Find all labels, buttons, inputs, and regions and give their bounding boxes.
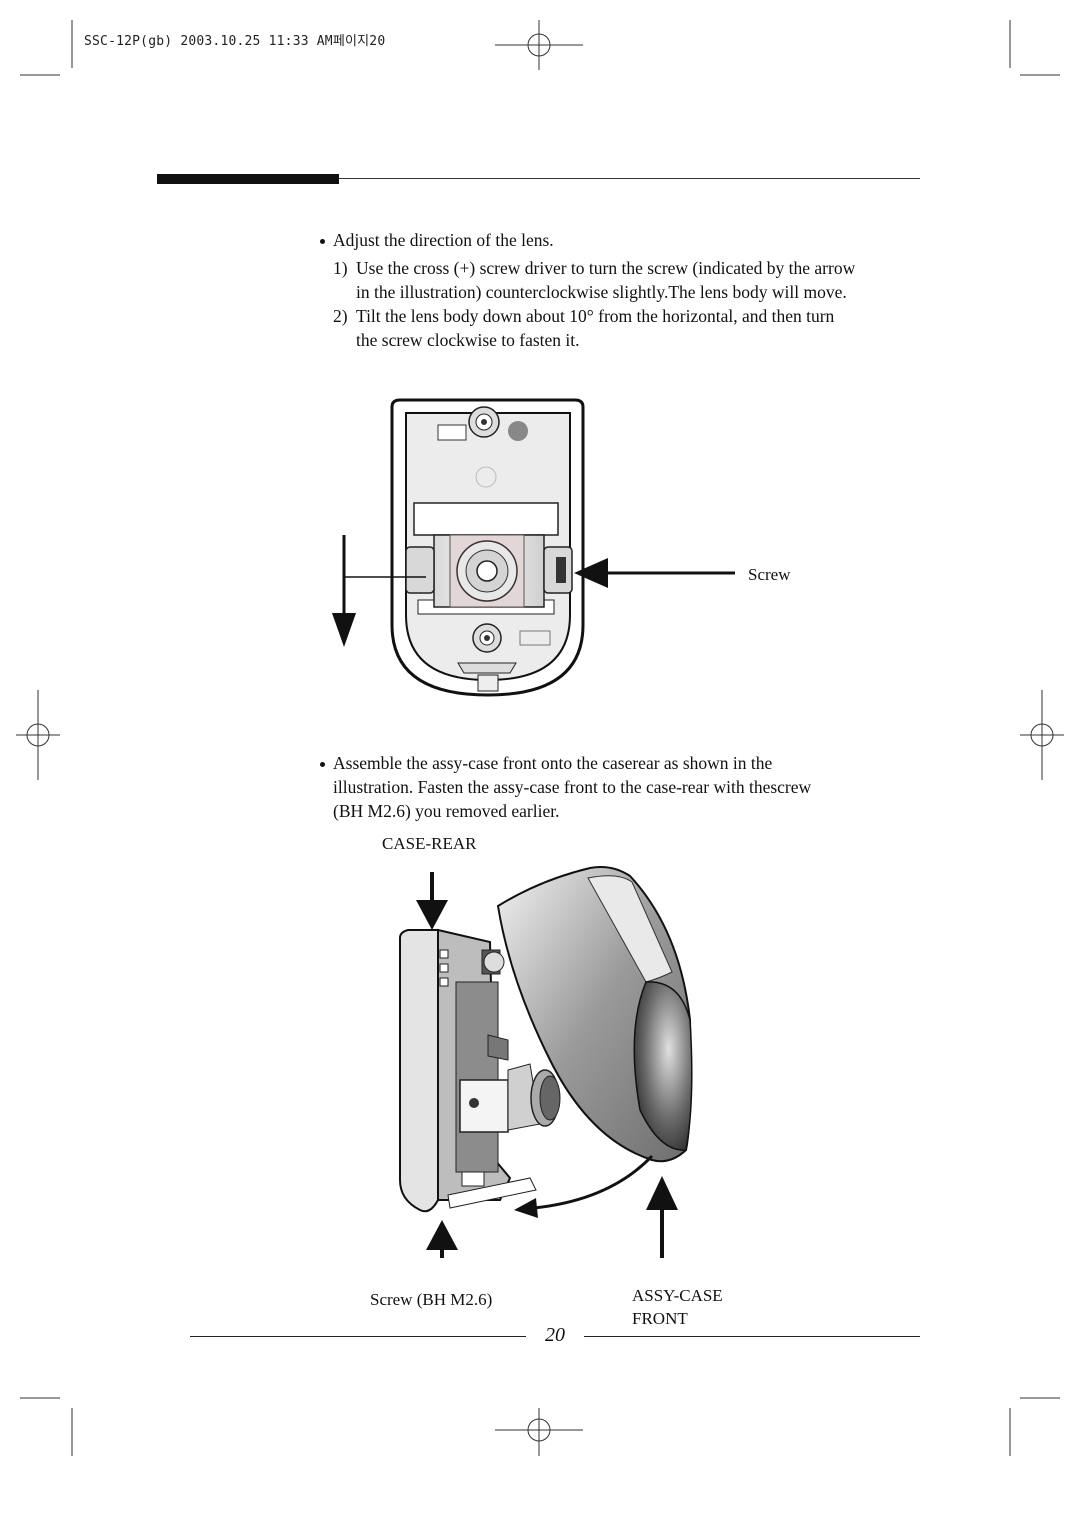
assembly-illustration: [399, 866, 693, 1258]
label-assy-case: ASSY-CASE: [632, 1286, 723, 1305]
bullet-assemble-line3: (BH M2.6) you removed earlier.: [333, 801, 560, 821]
footer-rule-left: [190, 1336, 526, 1337]
bullet-assemble-line1: Assemble the assy-case front onto the ca…: [319, 753, 773, 773]
footer-rule-right: [584, 1336, 920, 1337]
bullet-assemble-line2: illustration. Fasten the assy-case front…: [333, 777, 812, 797]
lens-adjustment-illustration: [332, 398, 735, 697]
label-screw: Screw: [748, 565, 791, 584]
section-rule-thin: [339, 178, 920, 179]
label-screw-bh: Screw (BH M2.6): [370, 1290, 493, 1309]
page-number: 20: [545, 1324, 565, 1346]
step-2-number: 2): [333, 306, 348, 326]
bullet-adjust-lens: Adjust the direction of the lens.: [320, 230, 554, 250]
print-header: SSC-12P(gb) 2003.10.25 11:33 AM페이지20: [84, 34, 386, 49]
label-case-rear: CASE-REAR: [382, 834, 477, 853]
section-rule-thick: [157, 174, 339, 184]
label-front: FRONT: [632, 1309, 688, 1328]
step-2-line2: the screw clockwise to fasten it.: [356, 330, 580, 350]
step-1-line1: Use the cross (+) screw driver to turn t…: [356, 258, 856, 278]
step-2-line1: Tilt the lens body down about 10° from t…: [356, 306, 835, 326]
step-1-number: 1): [333, 258, 348, 278]
step-1-line2: in the illustration) counterclockwise sl…: [356, 282, 847, 302]
